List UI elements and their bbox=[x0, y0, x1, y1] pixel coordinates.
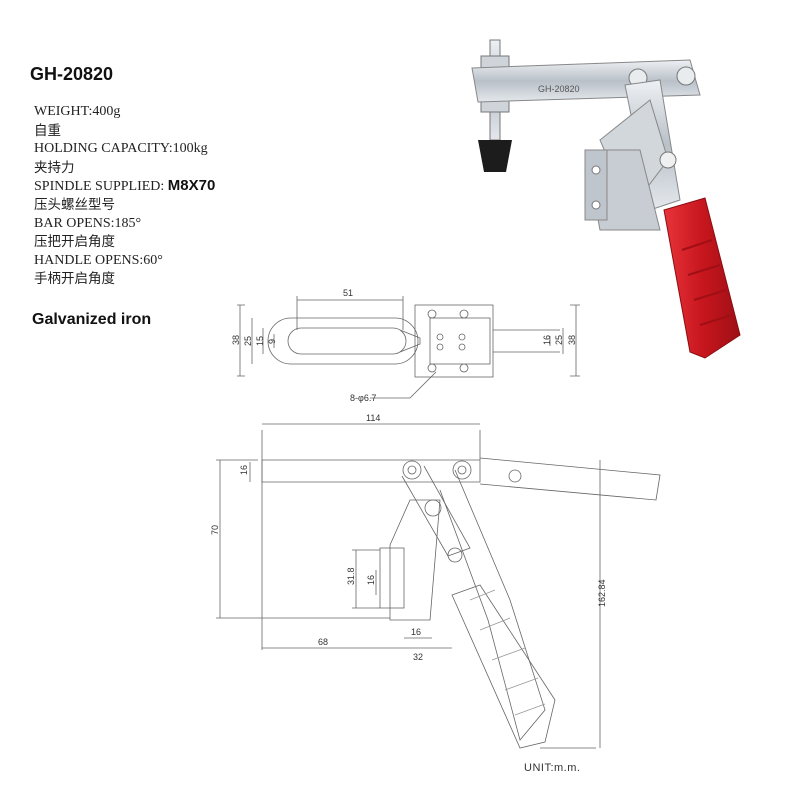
dim-16-mid: 16 bbox=[366, 575, 376, 585]
dim-38-right: 38 bbox=[567, 335, 577, 345]
dim-162-84: 162.84 bbox=[597, 579, 607, 607]
dim-15: 15 bbox=[255, 336, 265, 346]
dim-16-bottom: 16 bbox=[411, 627, 421, 637]
dim-68: 68 bbox=[318, 637, 328, 647]
dim-38-left: 38 bbox=[231, 335, 241, 345]
clamp-photo: GH-20820 bbox=[471, 39, 741, 359]
spec-spindle-cn: 压头螺丝型号 bbox=[34, 196, 115, 213]
dim-32: 32 bbox=[413, 652, 423, 662]
technical-drawing bbox=[216, 296, 661, 749]
material-label: Galvanized iron bbox=[32, 311, 152, 328]
rubber-tip bbox=[478, 140, 512, 172]
dimension-labels: 51 38 25 15 9 16 25 38 8-φ6.7 114 16 70 … bbox=[210, 288, 607, 662]
spec-spindle: SPINDLE SUPPLIED: M8X70 bbox=[34, 177, 216, 195]
unit-label: UNIT:m.m. bbox=[524, 762, 581, 774]
model-number: GH-20820 bbox=[30, 64, 114, 84]
spec-weight: WEIGHT:400g bbox=[34, 104, 121, 119]
dim-16-right: 16 bbox=[542, 335, 552, 345]
spec-weight-cn: 自重 bbox=[34, 122, 61, 139]
spec-handle-opens-cn: 手柄开启角度 bbox=[34, 271, 115, 288]
clamp-arm bbox=[471, 59, 701, 103]
dim-16-top: 16 bbox=[239, 465, 249, 475]
dim-25-left: 25 bbox=[243, 336, 253, 346]
dim-114: 114 bbox=[366, 413, 380, 423]
arm-plate-text: GH-20820 bbox=[538, 84, 580, 94]
spec-holding-capacity: HOLDING CAPACITY:100kg bbox=[34, 141, 208, 157]
top-view bbox=[237, 296, 580, 399]
dim-51: 51 bbox=[343, 288, 353, 298]
dim-70: 70 bbox=[210, 525, 220, 535]
dim-holes: 8-φ6.7 bbox=[350, 393, 376, 403]
red-handle bbox=[663, 197, 741, 359]
spec-bar-opens: BAR OPENS:185° bbox=[34, 215, 142, 231]
side-view bbox=[216, 423, 661, 749]
spec-bar-opens-cn: 压把开启角度 bbox=[34, 234, 115, 251]
spec-list: WEIGHT:400g 自重 HOLDING CAPACITY:100kg 夹持… bbox=[34, 103, 215, 289]
spec-handle-opens: HANDLE OPENS:60° bbox=[34, 252, 163, 268]
dim-31-8: 31.8 bbox=[346, 567, 356, 585]
spec-holding-capacity-cn: 夹持力 bbox=[34, 159, 75, 176]
dim-9: 9 bbox=[267, 339, 277, 344]
dim-25-right: 25 bbox=[554, 335, 564, 345]
